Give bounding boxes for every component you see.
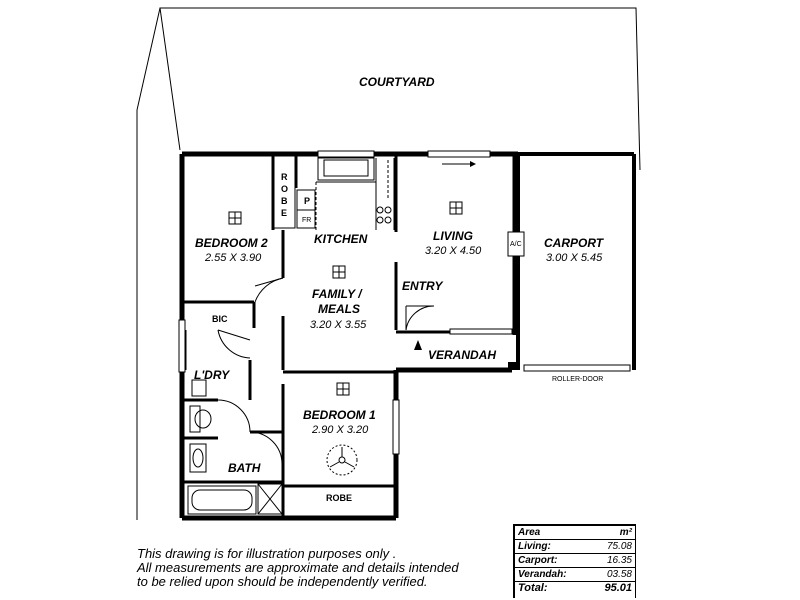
- robe-letter-o: O: [281, 184, 288, 194]
- verandah-label: VERANDAH: [428, 348, 496, 362]
- carport-walls: [516, 152, 636, 370]
- area-row-total: Total: 95.01: [515, 582, 635, 595]
- verandah-post: [508, 362, 516, 370]
- living-dims: 3.20 X 4.50: [425, 245, 482, 257]
- skylight-icons: [228, 201, 463, 396]
- living-label: LIVING: [433, 229, 473, 243]
- courtyard-outline-left: [136, 7, 161, 520]
- bedroom2-dims: 2.55 X 3.90: [204, 252, 262, 264]
- windows: [178, 150, 631, 455]
- kitchen-label: KITCHEN: [314, 232, 368, 246]
- bedroom2-label: BEDROOM 2: [195, 236, 268, 250]
- roller-door-label: ROLLER-DOOR: [552, 376, 603, 383]
- outer-walls: [179, 151, 518, 521]
- disclaimer-line: All measurements are approximate and det…: [137, 560, 459, 575]
- kitchen-benches: [296, 157, 395, 230]
- area-row-value: 75.08: [606, 541, 632, 552]
- carport-dims: 3.00 X 5.45: [546, 252, 603, 264]
- disclaimer-line: to be relied upon should be independentl…: [137, 574, 428, 589]
- entry-arrow-icon: [414, 340, 422, 350]
- disclaimer: This drawing is for illustration purpose…: [137, 547, 497, 589]
- area-row-label: Verandah:: [518, 569, 567, 580]
- robe-letter-r: R: [281, 172, 288, 182]
- entry-label: ENTRY: [402, 279, 443, 293]
- area-row-label: Living:: [518, 541, 551, 552]
- arrow-head-icon: [470, 161, 476, 167]
- disclaimer-line: This drawing is for illustration purpose…: [137, 546, 397, 561]
- bic-label: BIC: [212, 314, 228, 324]
- area-row-living: Living: 75.08: [515, 540, 635, 554]
- area-header-label: Area: [518, 527, 541, 538]
- pantry-label: P: [304, 196, 310, 206]
- bath-label: BATH: [228, 461, 261, 475]
- bedroom1-dims: 2.90 X 3.20: [311, 424, 369, 436]
- area-row-verandah: Verandah: 03.58: [515, 568, 635, 582]
- robe-bedroom1-label: ROBE: [326, 493, 352, 503]
- robe-letter-e: E: [281, 208, 287, 218]
- door-swings: [217, 277, 435, 465]
- area-header-unit: m²: [619, 527, 632, 538]
- family-label-line1: FAMILY /: [312, 287, 363, 301]
- bedroom1-label: BEDROOM 1: [303, 408, 376, 422]
- area-table: Area m² Living: 75.08 Carport: 16.35 Ver…: [513, 524, 636, 598]
- area-row-value: 16.35: [606, 555, 632, 566]
- ac-label: A/C: [510, 241, 522, 248]
- courtyard-outline: [159, 7, 641, 171]
- area-row-label: Carport:: [518, 555, 558, 566]
- area-table-header: Area m²: [515, 526, 635, 540]
- area-row-value: 03.58: [606, 569, 632, 580]
- carport-label: CARPORT: [544, 236, 605, 250]
- interior-walls: [182, 154, 450, 518]
- wet-area-fixtures: [185, 330, 283, 515]
- robe-letter-b: B: [281, 196, 288, 206]
- area-row-carport: Carport: 16.35: [515, 554, 635, 568]
- family-label-line2: MEALS: [318, 302, 360, 316]
- family-dims: 3.20 X 3.55: [310, 319, 367, 331]
- robe-bedroom2: [273, 155, 296, 229]
- ceiling-fan-icon: [326, 444, 358, 476]
- courtyard-label: COURTYARD: [359, 75, 435, 89]
- area-total-value: 95.01: [604, 582, 632, 594]
- area-total-label: Total:: [518, 582, 548, 594]
- fridge-label: FR: [302, 217, 311, 224]
- ac-unit: [507, 231, 525, 257]
- laundry-label: L'DRY: [194, 368, 230, 382]
